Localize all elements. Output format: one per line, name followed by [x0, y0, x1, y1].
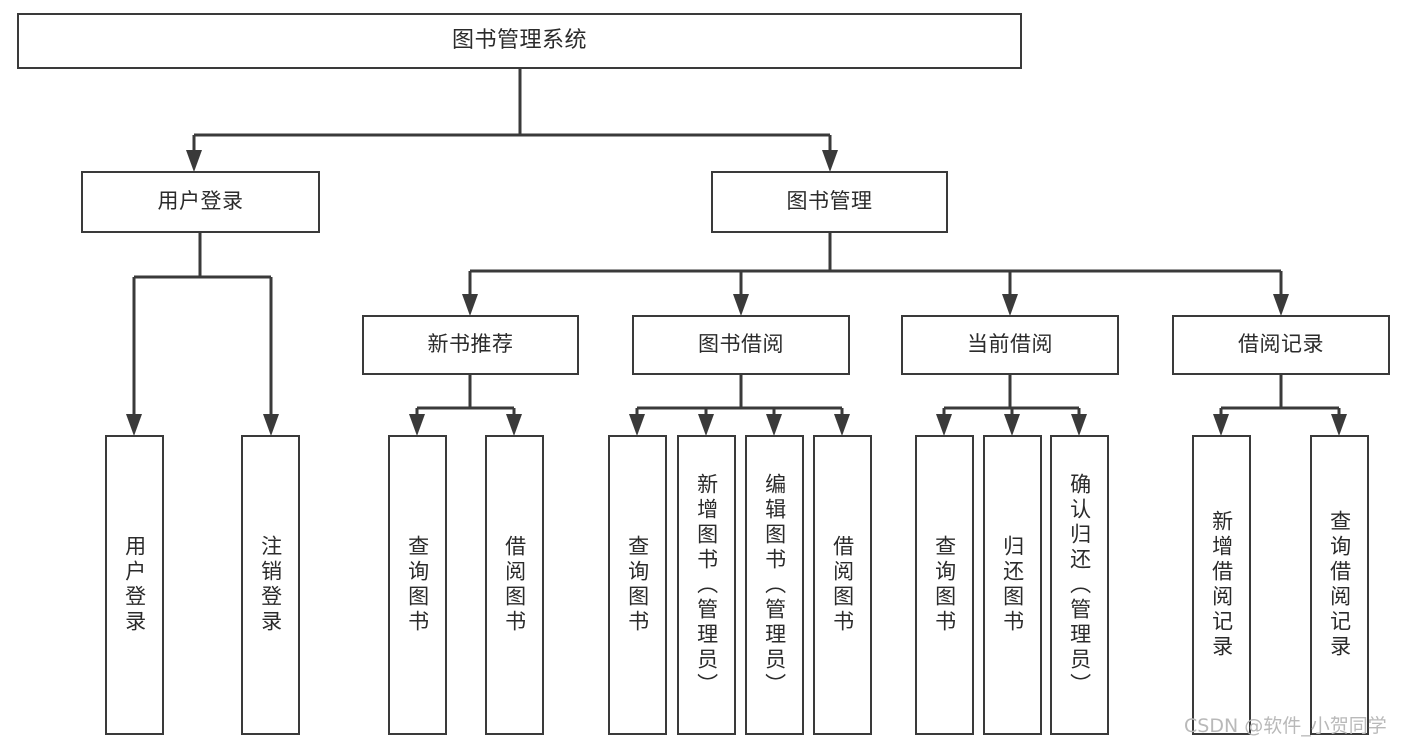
node-leaf-add-record-label: 新增借阅记录 [1209, 510, 1234, 660]
node-current-borrow[interactable]: 当前借阅 [901, 315, 1119, 375]
node-leaf-query-book-current[interactable]: 查询图书 [915, 435, 974, 735]
node-leaf-confirm-return-label: 确认归还（管理员） [1067, 472, 1092, 698]
arrowhead-leaf-query-book-borrow [629, 414, 645, 436]
node-leaf-user-logout-label: 注销登录 [258, 535, 283, 635]
node-leaf-return-book[interactable]: 归还图书 [983, 435, 1042, 735]
arrowhead-book-manage [822, 150, 838, 172]
node-leaf-borrow-book-label: 借阅图书 [830, 535, 855, 635]
arrowheads [126, 150, 1347, 436]
node-user-login-label: 用户登录 [157, 189, 244, 214]
node-new-book-rec[interactable]: 新书推荐 [362, 315, 579, 375]
arrowhead-current-borrow [1002, 294, 1018, 316]
node-leaf-borrow-book-rec-label: 借阅图书 [502, 535, 527, 635]
node-book-manage[interactable]: 图书管理 [711, 171, 948, 233]
node-borrow-record[interactable]: 借阅记录 [1172, 315, 1390, 375]
node-leaf-borrow-book[interactable]: 借阅图书 [813, 435, 872, 735]
node-leaf-query-book-rec[interactable]: 查询图书 [388, 435, 447, 735]
arrowhead-leaf-query-record [1331, 414, 1347, 436]
csdn-watermark: CSDN @软件_小贺同学 [1184, 715, 1387, 737]
arrowhead-leaf-query-book-rec [409, 414, 425, 436]
arrowhead-leaf-return-book [1004, 414, 1020, 436]
node-leaf-edit-book[interactable]: 编辑图书（管理员） [745, 435, 804, 735]
node-leaf-confirm-return[interactable]: 确认归还（管理员） [1050, 435, 1109, 735]
node-leaf-query-book-borrow-label: 查询图书 [625, 535, 650, 635]
arrowhead-leaf-add-book [698, 414, 714, 436]
arrowhead-leaf-borrow-book [834, 414, 850, 436]
arrowhead-leaf-add-record [1213, 414, 1229, 436]
arrowhead-leaf-user-logout [263, 414, 279, 436]
arrowhead-leaf-borrow-book-rec [506, 414, 522, 436]
node-leaf-query-record-label: 查询借阅记录 [1327, 510, 1352, 660]
node-leaf-add-book-label: 新增图书（管理员） [694, 472, 719, 698]
arrowhead-leaf-confirm-return [1071, 414, 1087, 436]
node-leaf-query-book-current-label: 查询图书 [932, 535, 957, 635]
arrowhead-leaf-edit-book [766, 414, 782, 436]
arrowhead-book-borrow [733, 294, 749, 316]
node-root-label: 图书管理系统 [451, 27, 587, 53]
node-leaf-user-login-label: 用户登录 [122, 535, 147, 635]
node-leaf-query-book-rec-label: 查询图书 [405, 535, 430, 635]
node-borrow-record-label: 借阅记录 [1238, 332, 1324, 357]
node-root[interactable]: 图书管理系统 [17, 13, 1022, 69]
node-leaf-user-login[interactable]: 用户登录 [105, 435, 164, 735]
node-book-borrow[interactable]: 图书借阅 [632, 315, 850, 375]
arrowhead-leaf-query-book-current [936, 414, 952, 436]
node-leaf-query-record[interactable]: 查询借阅记录 [1310, 435, 1369, 735]
arrowhead-leaf-user-login [126, 414, 142, 436]
node-leaf-query-book-borrow[interactable]: 查询图书 [608, 435, 667, 735]
node-book-borrow-label: 图书借阅 [698, 332, 784, 357]
node-user-login[interactable]: 用户登录 [81, 171, 320, 233]
arrowhead-new-book-rec [462, 294, 478, 316]
arrowhead-borrow-record [1273, 294, 1289, 316]
node-leaf-edit-book-label: 编辑图书（管理员） [762, 472, 787, 698]
node-leaf-user-logout[interactable]: 注销登录 [241, 435, 300, 735]
node-leaf-borrow-book-rec[interactable]: 借阅图书 [485, 435, 544, 735]
node-leaf-add-record[interactable]: 新增借阅记录 [1192, 435, 1251, 735]
node-book-manage-label: 图书管理 [786, 189, 873, 214]
node-leaf-return-book-label: 归还图书 [1000, 535, 1025, 635]
node-new-book-rec-label: 新书推荐 [427, 332, 514, 357]
node-leaf-add-book[interactable]: 新增图书（管理员） [677, 435, 736, 735]
arrowhead-user-login [186, 150, 202, 172]
node-current-borrow-label: 当前借阅 [967, 332, 1053, 357]
